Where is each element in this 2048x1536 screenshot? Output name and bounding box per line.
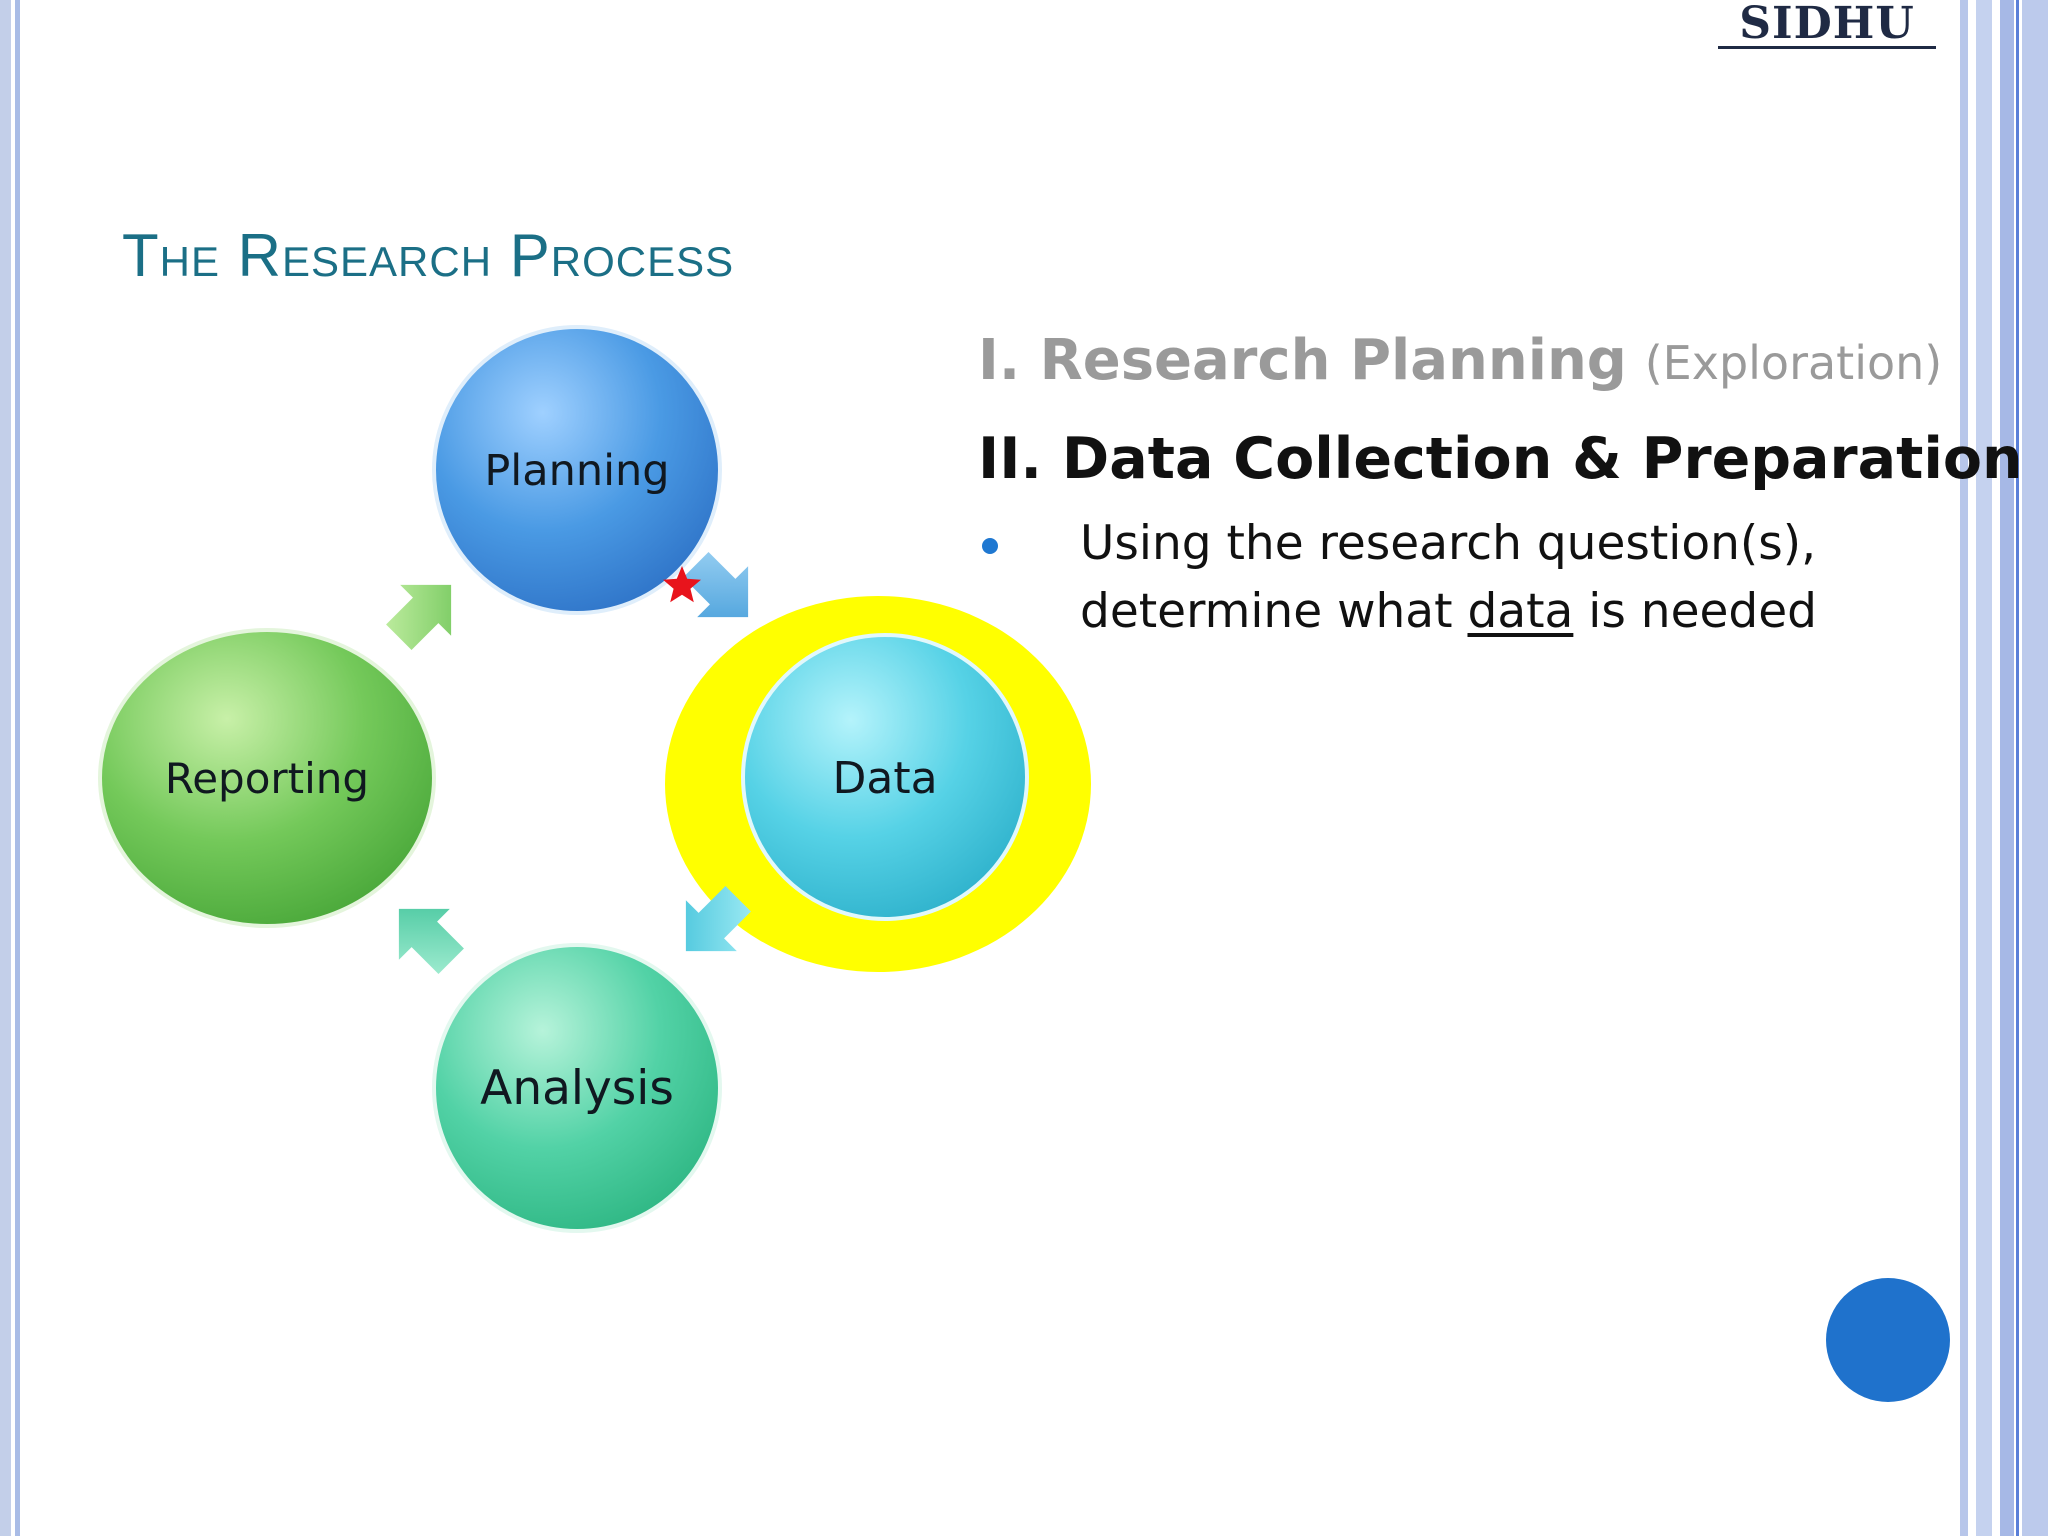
bullet-item: Using the research question(s), determin… xyxy=(978,510,1938,646)
process-steps: I. Research Planning (Exploration) II. D… xyxy=(978,320,2023,646)
navigation-dot-button[interactable] xyxy=(1826,1278,1950,1402)
logo-text: SIDHU xyxy=(1739,0,1915,49)
node-label-planning: Planning xyxy=(484,446,669,496)
node-analysis: Analysis xyxy=(432,943,722,1233)
slide-border-left-inner xyxy=(15,0,20,1536)
research-cycle-diagram: Planning Data Analysis Reporting xyxy=(80,320,1100,1270)
step-data-collection: II. Data Collection & Preparation xyxy=(978,426,2023,492)
node-label-reporting: Reporting xyxy=(165,754,369,803)
cycle-svg: Planning Data Analysis Reporting xyxy=(98,325,1091,1233)
step-1-note: (Exploration) xyxy=(1644,336,1943,390)
border-stripe xyxy=(1960,0,1968,1536)
bullet-list: Using the research question(s), determin… xyxy=(978,510,1938,646)
slide-border-left-outer xyxy=(0,0,11,1536)
arrow-data-to-analysis xyxy=(685,886,751,952)
arrow-planning-to-data xyxy=(683,552,749,618)
node-data: Data xyxy=(741,633,1029,921)
border-stripe xyxy=(2022,0,2048,1536)
page-title: The Research Process xyxy=(122,222,735,289)
bullet-text-emphasis: data xyxy=(1467,584,1574,639)
step-research-planning: I. Research Planning (Exploration) xyxy=(978,320,1942,404)
node-planning: Planning xyxy=(432,325,722,615)
bullet-text: Using the research question(s), determin… xyxy=(1080,510,1880,646)
bullet-text-before: Using the research question(s), determin… xyxy=(1080,516,1817,639)
star-icon xyxy=(663,566,701,603)
border-stripe xyxy=(1976,0,1992,1536)
border-stripe xyxy=(2016,0,2019,1536)
logo-rule xyxy=(1718,46,1936,49)
bullet-text-after: is needed xyxy=(1573,584,1817,639)
node-label-analysis: Analysis xyxy=(480,1061,674,1116)
node-label-data: Data xyxy=(832,753,937,804)
bullet-dot-icon xyxy=(982,538,998,554)
sidhu-logo: SIDHU xyxy=(1712,0,1942,52)
node-reporting: Reporting xyxy=(98,628,436,928)
step-1-title: I. Research Planning xyxy=(978,328,1627,393)
arrow-reporting-to-planning xyxy=(386,584,452,650)
slide-border-right xyxy=(1960,0,2048,1536)
arrow-analysis-to-reporting xyxy=(398,908,464,974)
border-stripe xyxy=(2000,0,2014,1536)
